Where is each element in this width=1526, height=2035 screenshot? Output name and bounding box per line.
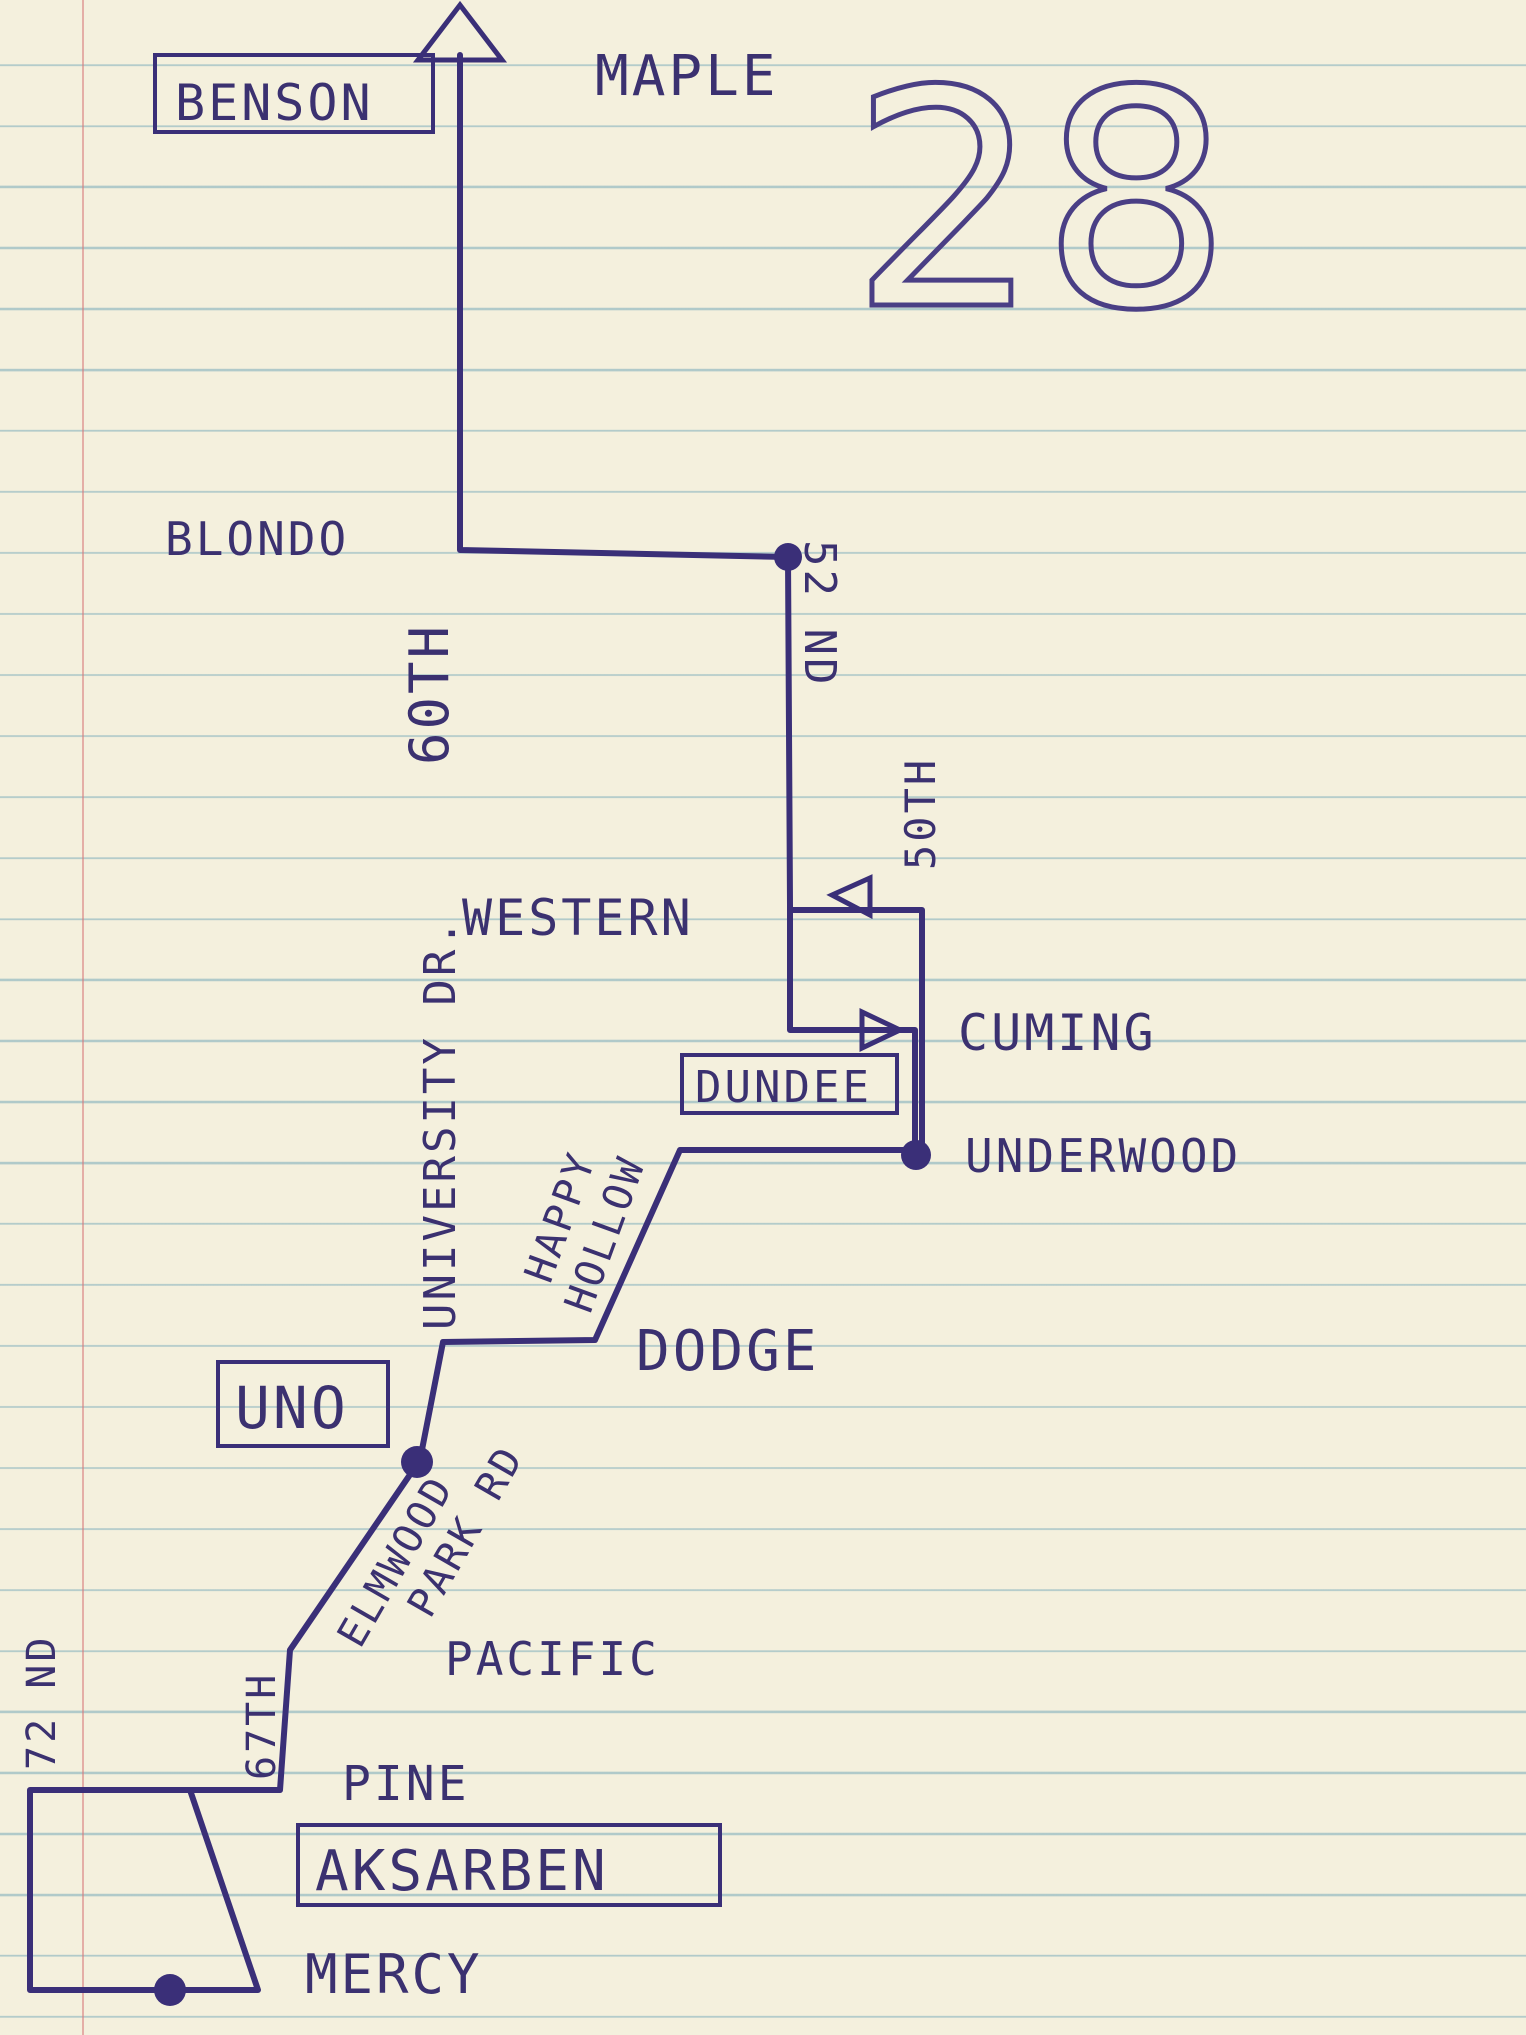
margin-line	[82, 0, 84, 2035]
benson-box	[153, 53, 435, 134]
university-dr-label: UNIVERSITY DR.	[415, 917, 466, 1330]
dundee-box	[680, 1053, 899, 1115]
seventysecond-label: 72 ND	[19, 1635, 65, 1770]
benson-label: BENSON	[175, 74, 374, 132]
fiftieth-label: 50TH	[896, 757, 945, 870]
stop-52nd-blondo-icon	[774, 543, 802, 571]
north-arrow-icon	[412, 0, 508, 63]
dodge-label: DODGE	[636, 1319, 820, 1384]
cuming-label: CUMING	[958, 1004, 1157, 1062]
dundee-label: DUNDEE	[695, 1062, 872, 1113]
western-label: WESTERN	[462, 889, 694, 947]
mercy-label: MERCY	[305, 1943, 483, 2006]
left-arrow-icon	[826, 874, 873, 920]
sixtieth-label: 60TH	[398, 623, 461, 765]
route-line	[27, 52, 925, 1993]
stop-uno-icon	[401, 1446, 433, 1478]
uno-box	[216, 1360, 390, 1448]
pine-label: PINE	[342, 1756, 470, 1812]
fiftysecond-label: 52 ND	[794, 540, 845, 687]
underwood-label: UNDERWOOD	[965, 1129, 1241, 1183]
route-number: 28	[850, 27, 1232, 376]
sixtyseventh-label: 67TH	[239, 1672, 285, 1780]
route-loop-50th	[787, 907, 925, 1153]
stop-mercy-icon	[154, 1974, 186, 2006]
aksarben-label: AKSARBEN	[315, 1839, 609, 1904]
uno-label: UNO	[235, 1374, 349, 1442]
maple-label: MAPLE	[595, 44, 779, 109]
stop-underwood-icon	[901, 1140, 931, 1170]
blondo-label: BLONDO	[165, 512, 349, 566]
aksarben-box	[296, 1823, 722, 1907]
pacific-label: PACIFIC	[445, 1632, 660, 1686]
right-arrow-icon	[859, 1008, 906, 1052]
